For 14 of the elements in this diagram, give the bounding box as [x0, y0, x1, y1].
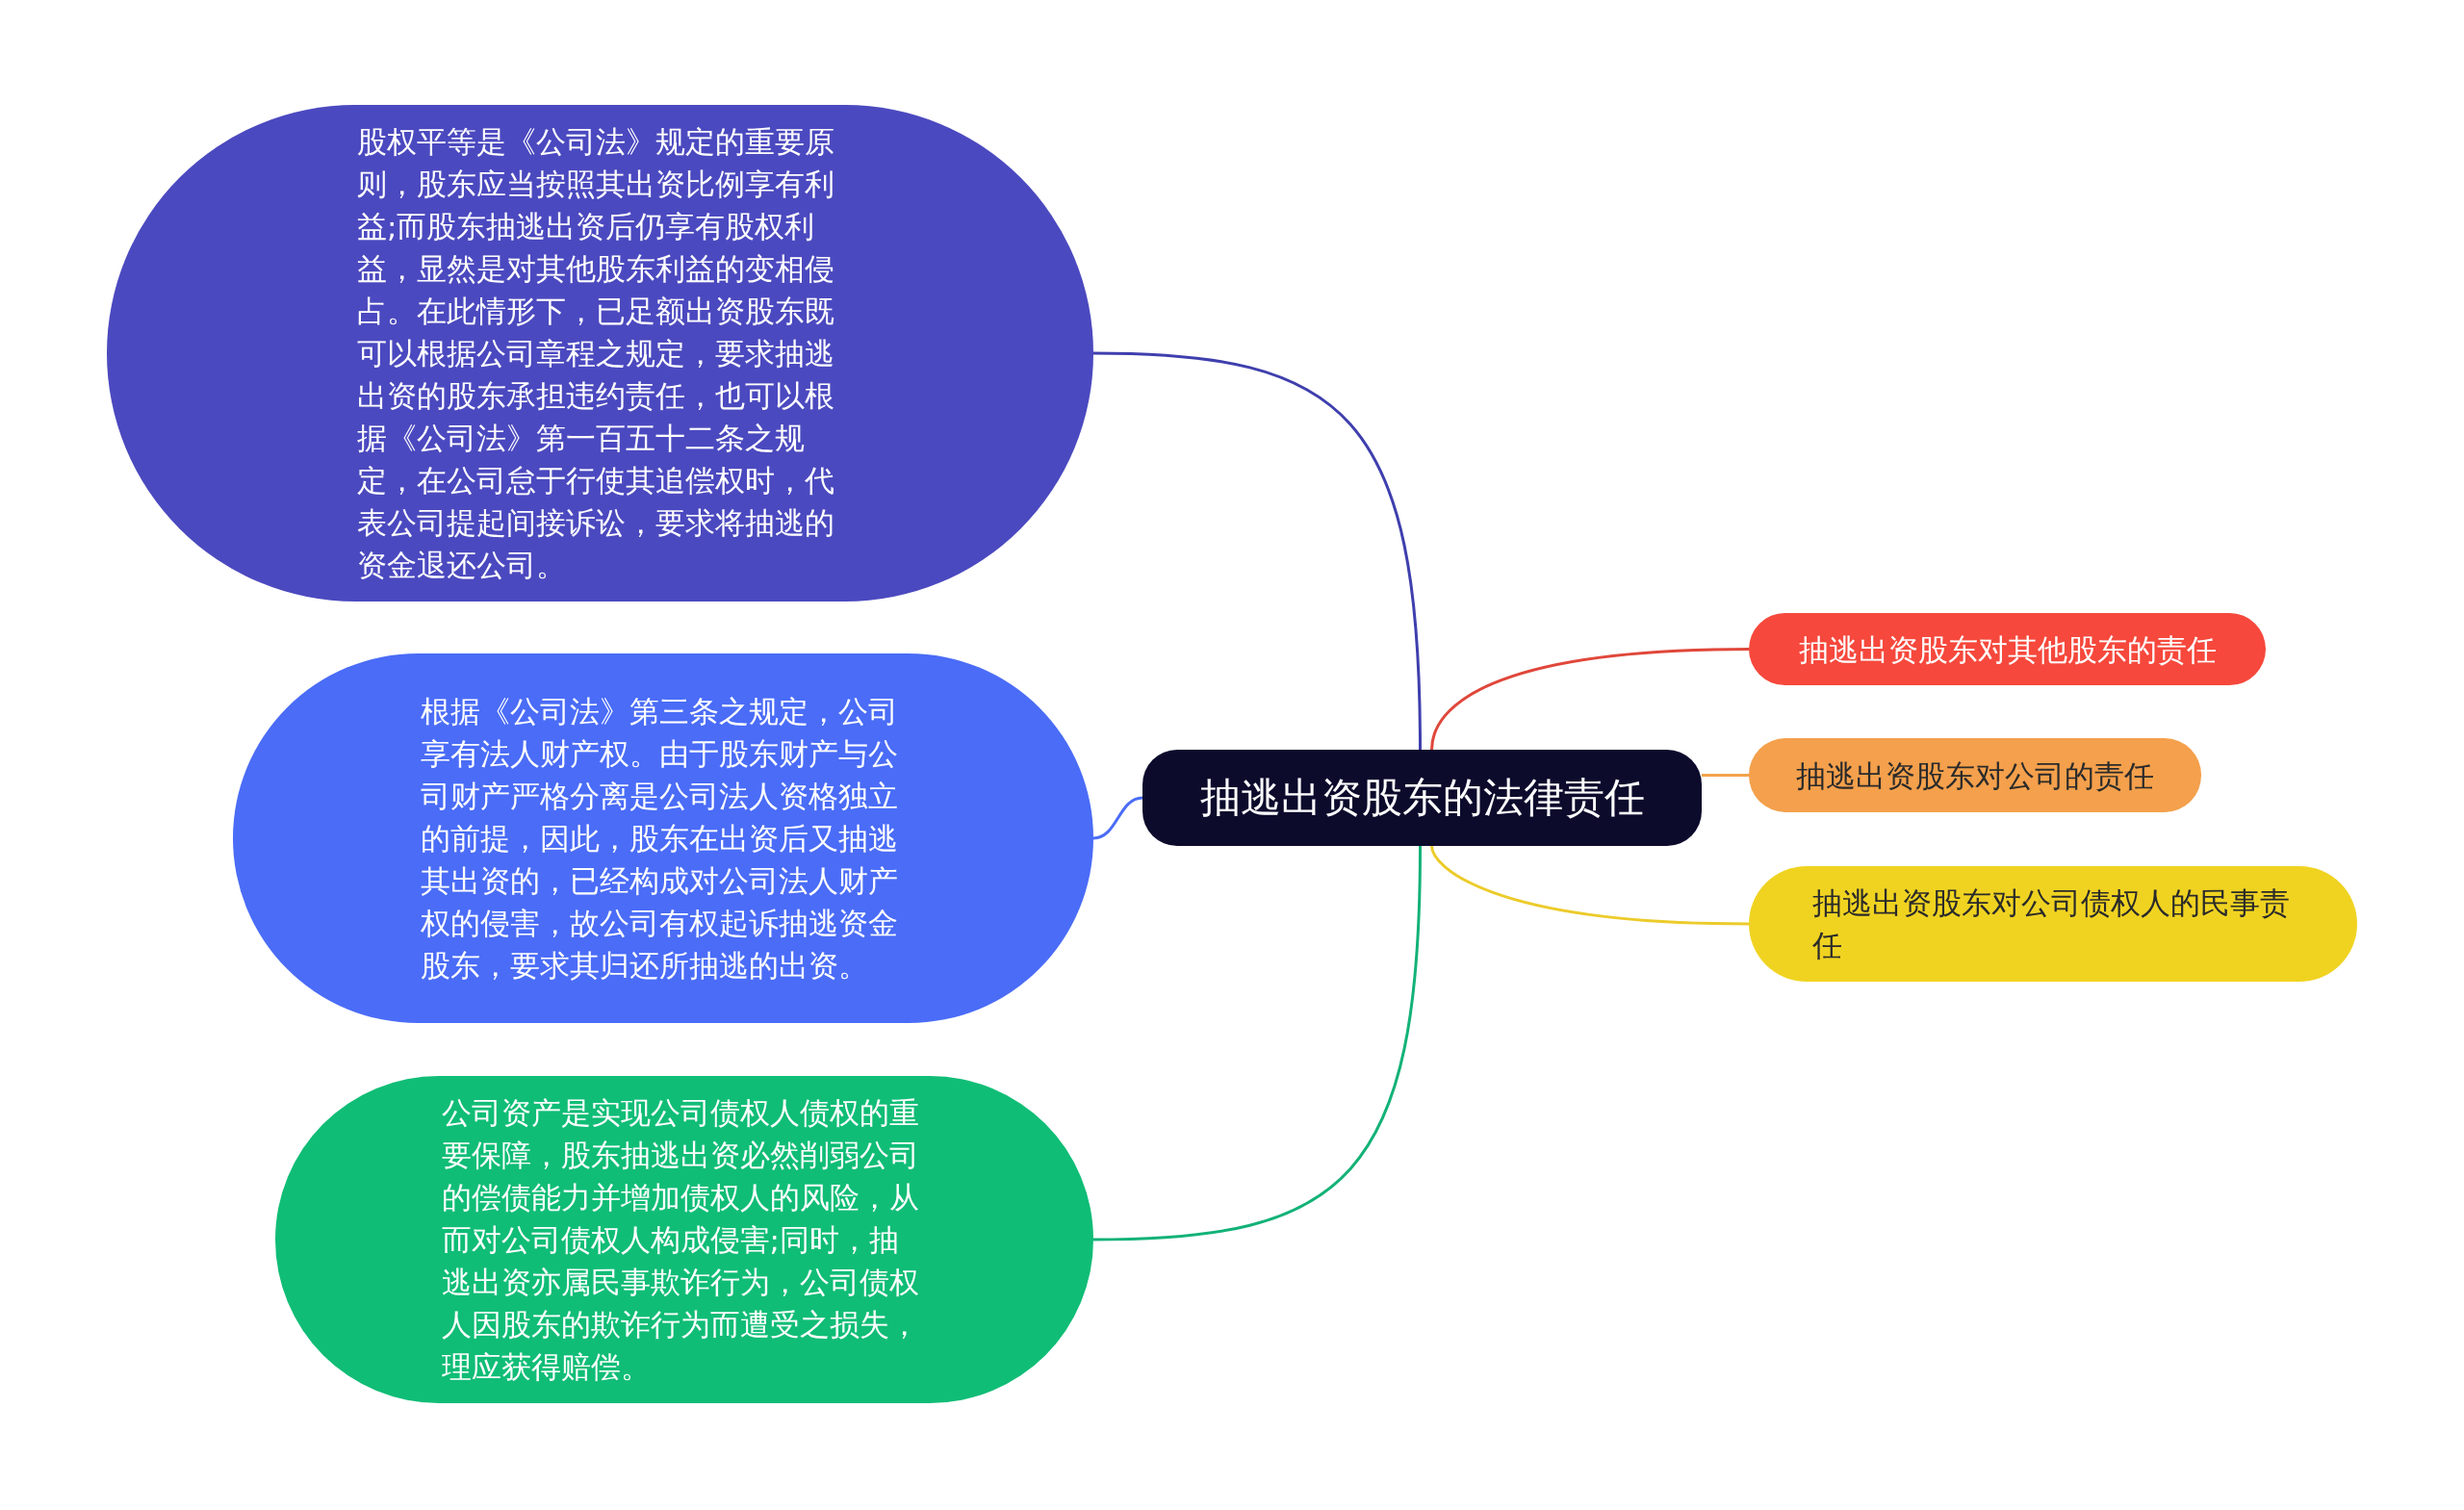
topic-text: 根据《公司法》第三条之规定，公司享有法人财产权。由于股东财产与公司财产严格分离是公司法人资格独立的前提，因此，股东在出资后又抽逃其出资的，已经构成对公司法人财产权的侵害，故公司有权起诉抽逃资金股东，要求其归还所抽逃的出资。	[420, 693, 899, 985]
connector-line	[1430, 845, 1750, 926]
central-topic	[1142, 750, 1702, 846]
topic-text: 股权平等是《公司法》规定的重要原则，股东应当按照其出资比例享有利益;而股东抽逃出资后仍享有股权利益，显然是对其他股东利益的变相侵占。在此情形下，已足额出资股东既可以根据公司章程之规定，要求抽逃出资的股东承担违约责任，也可以根据《公司法》第一百五十二条之规定，在公司怠于行使其追偿权时，代表公司提起间接诉讼，要求将抽逃的资金退还公司。	[357, 123, 835, 584]
connector-line	[1092, 796, 1143, 840]
topic-text: 公司资产是实现公司债权人债权的重要保障，股东抽逃出资必然削弱公司的偿债能力并增加债权人的风险，从而对公司债权人构成侵害;同时，抽逃出资亦属民事欺诈行为，公司债权人因股东的欺诈行为而遭受之损失，理应获得赔偿。	[441, 1094, 920, 1386]
topic-text: 抽逃出资股东对其他股东的责任	[1798, 630, 2217, 669]
connector-line	[1702, 774, 1749, 777]
connector-line	[1430, 648, 1750, 751]
connector-line	[1092, 845, 1422, 1241]
topic-text: 抽逃出资股东对公司债权人的民事责任	[1812, 884, 2291, 964]
topic-text: 抽逃出资股东对公司的责任	[1796, 756, 2154, 795]
topic-text: 抽逃出资股东的法律责任	[1199, 774, 1645, 822]
connector-line	[1092, 351, 1422, 751]
